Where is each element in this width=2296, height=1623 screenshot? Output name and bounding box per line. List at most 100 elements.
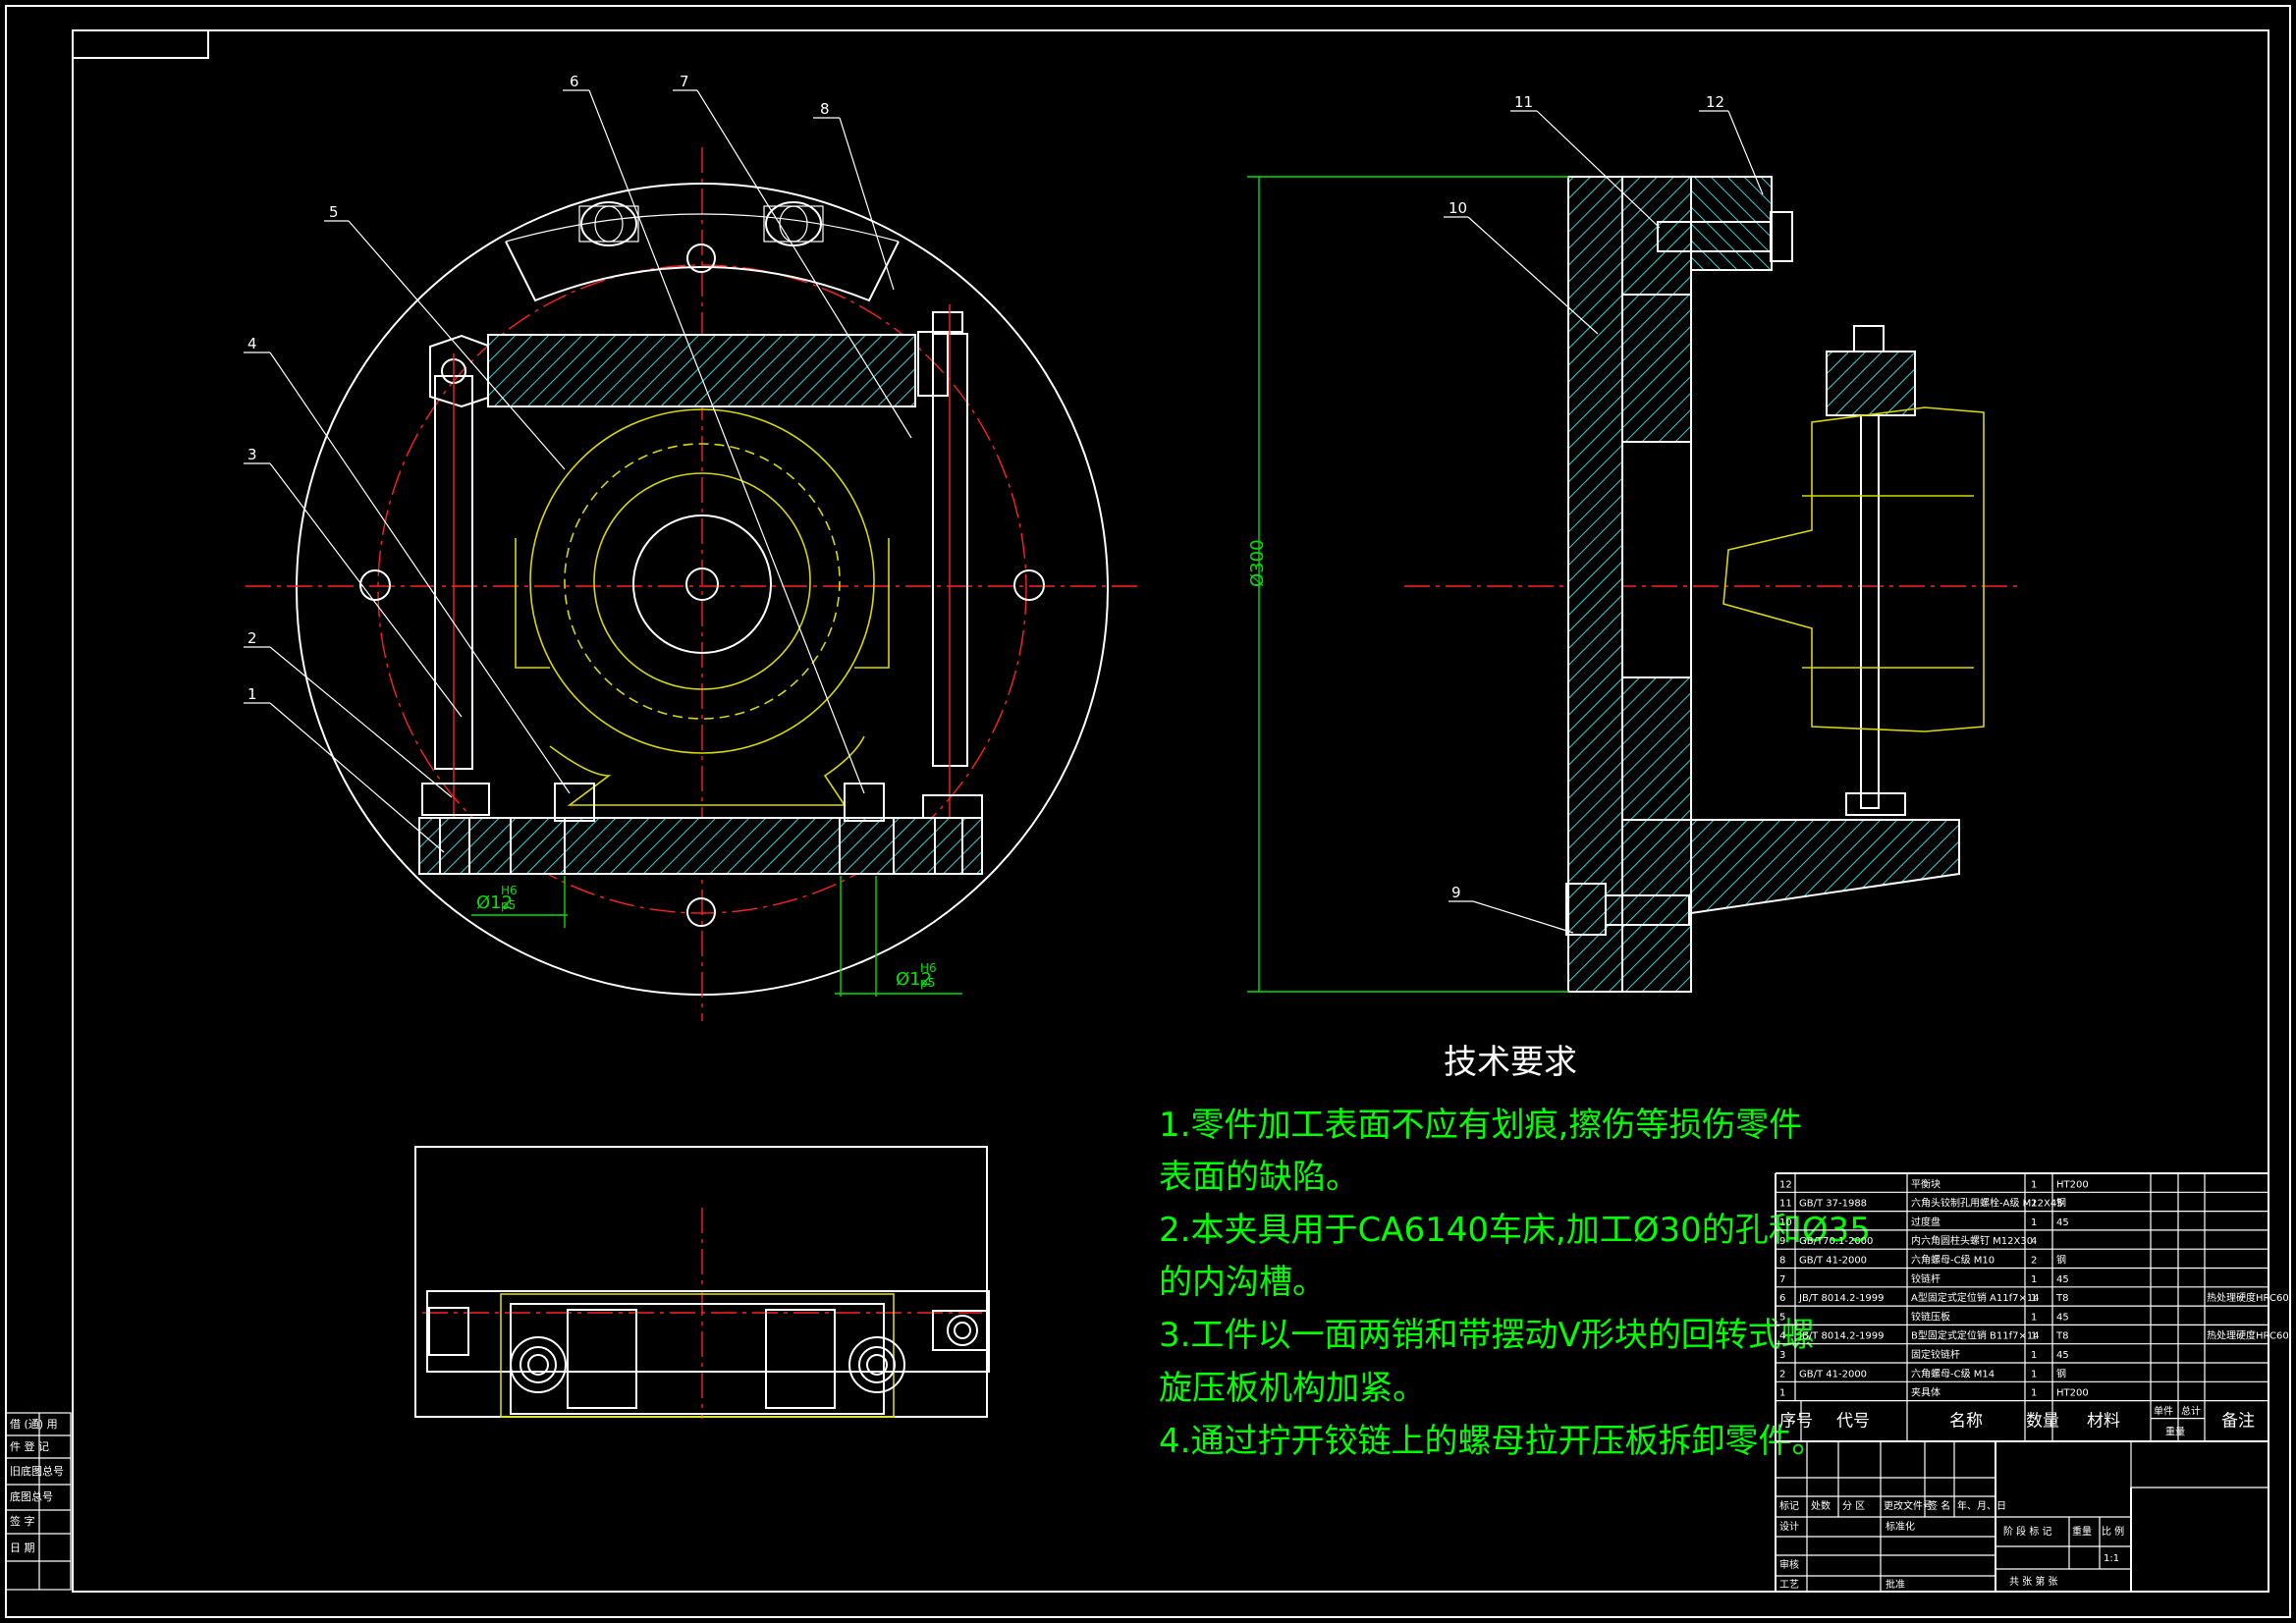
tb-process: 工艺: [1779, 1579, 1799, 1591]
bom-row-qty: 2: [2031, 1256, 2037, 1267]
tb-doc: 更改文件号: [1884, 1499, 1933, 1512]
part-label-3: 3: [247, 446, 257, 463]
part-label-6: 6: [570, 73, 579, 90]
bom-row-name: 六角头铰制孔用螺栓-A级 M12X45: [1911, 1197, 2063, 1210]
bom-row-name: A型固定式定位销 A11f7×14: [1911, 1291, 2040, 1304]
tech-line-4: 3.工件以一面两销和带摆动V形块的回转式螺: [1159, 1316, 1815, 1355]
part-label-4: 4: [247, 335, 257, 352]
part-label-5: 5: [329, 203, 339, 221]
fit-right-dim: Ø12: [896, 969, 932, 990]
strip-label-1: 件 登 记: [10, 1439, 49, 1453]
side-leaders: 11 12 10 9: [1444, 93, 1764, 934]
bom-row-no: 7: [1779, 1274, 1785, 1285]
bom-row-material: 45: [2056, 1274, 2069, 1285]
top-view: [414, 1146, 990, 1419]
bom-row-code: GB/T70.1-2000: [1799, 1236, 1873, 1247]
bom-row-material: 45: [2056, 1312, 2069, 1323]
part-label-7: 7: [680, 73, 689, 90]
tb-sign: 签 名: [1928, 1499, 1950, 1512]
bom-head-note: 备注: [2221, 1412, 2255, 1432]
front-leaders: 1 2 3 4 5 6 7 8: [244, 73, 912, 853]
bom-row-name: 铰链杆: [1911, 1272, 1941, 1285]
tb-count: 处数: [1811, 1499, 1831, 1512]
tech-line-2: 2.本夹具用于CA6140车床,加工Ø30的孔和Ø35: [1159, 1211, 1871, 1250]
tb-scale-val: 1:1: [2104, 1553, 2119, 1564]
part-label-12: 12: [1706, 93, 1724, 111]
tech-requirements: 技术要求 1.零件加工表面不应有划痕,擦伤等损伤零件 表面的缺陷。 2.本夹具用…: [1159, 1043, 1871, 1461]
part-label-11: 11: [1514, 93, 1533, 111]
side-view: Ø300: [1247, 176, 2023, 993]
tech-title: 技术要求: [1444, 1043, 1577, 1082]
bom-row-qty: 4: [2031, 1236, 2037, 1247]
strip-label-0: 借 (通) 用: [10, 1418, 58, 1431]
tech-line-5: 旋压板机构加紧。: [1159, 1369, 1426, 1408]
bom-row-qty: 1: [2031, 1350, 2037, 1361]
bom-head-material: 材料: [2087, 1412, 2120, 1432]
bom-head-weight: 重量: [2165, 1426, 2185, 1438]
bom-row-material: 45: [2056, 1350, 2069, 1361]
bom-row-qty: 1: [2031, 1217, 2037, 1228]
bom-row-note: 热处理硬度HRC60: [2207, 1291, 2289, 1304]
bom-row-qty: 1: [2031, 1331, 2037, 1342]
tech-line-3: 的内沟槽。: [1159, 1263, 1326, 1302]
strip-label-2: 旧底图总号: [10, 1464, 64, 1478]
bom-row-code: JB/T 8014.2-1999: [1798, 1331, 1885, 1342]
tb-mark: 标记: [1779, 1500, 1799, 1512]
bom-row-name: B型固定式定位销 B11f7×14: [1911, 1329, 2040, 1342]
tech-line-0: 1.零件加工表面不应有划痕,擦伤等损伤零件: [1159, 1106, 1802, 1145]
strip-label-4: 签 字: [10, 1514, 35, 1528]
bom-head-total: 总计: [2181, 1405, 2201, 1418]
bom-row-material: 钢: [2056, 1197, 2066, 1210]
bom-row-qty: 1: [2031, 1274, 2037, 1285]
tech-line-6: 4.通过拧开铰链上的螺母拉开压板拆卸零件。: [1159, 1422, 1825, 1461]
bom-row-material: 45: [2056, 1217, 2069, 1228]
bom-row-no: 9: [1779, 1236, 1785, 1247]
bom-row-no: 8: [1779, 1256, 1785, 1267]
fit-left-dim: Ø12: [476, 893, 513, 913]
bom-row-name: 平衡块: [1911, 1178, 1941, 1190]
fit-right-upper: H6: [920, 961, 937, 975]
bom-head-code: 代号: [1836, 1412, 1870, 1432]
bom-row-qty: 1: [2031, 1179, 2037, 1190]
tb-date: 年、月、日: [1957, 1499, 2006, 1512]
bom-row-material: T8: [2055, 1331, 2068, 1342]
bom-row-qty: 1: [2031, 1293, 2037, 1304]
left-strip: 借 (通) 用 件 登 记 旧底图总号 底图总号 签 字 日 期: [5, 1412, 72, 1591]
bom-row-no: 2: [1779, 1369, 1785, 1380]
bom-head-qty: 数量: [2026, 1412, 2059, 1432]
strip-label-5: 日 期: [10, 1542, 35, 1554]
bom-row-name: 铰链压板: [1911, 1310, 1950, 1323]
bom-row-name: 六角螺母-C级 M10: [1911, 1255, 1995, 1267]
bom-row-no: 4: [1779, 1331, 1785, 1342]
bom-row-code: GB/T 41-2000: [1799, 1369, 1867, 1380]
tb-approve: 批准: [1886, 1578, 1905, 1591]
bom-row-qty: 1: [2031, 1388, 2037, 1399]
bom-row-no: 10: [1779, 1217, 1792, 1228]
bom-row-material: HT200: [2056, 1179, 2089, 1190]
part-label-9: 9: [1451, 884, 1461, 901]
part-label-1: 1: [247, 685, 257, 703]
bom-row-material: HT200: [2056, 1388, 2089, 1399]
bom-row-name: 内六角圆柱头螺钉 M12X30: [1911, 1234, 2033, 1247]
bom-row-no: 12: [1779, 1179, 1792, 1190]
part-label-2: 2: [247, 629, 257, 647]
part-label-8: 8: [820, 100, 830, 118]
bom-row-code: GB/T 41-2000: [1799, 1256, 1867, 1267]
bom-row-no: 11: [1779, 1199, 1792, 1210]
bom-row-qty: 1: [2031, 1369, 2037, 1380]
part-label-10: 10: [1449, 199, 1467, 217]
fit-left-lower: p5: [501, 898, 516, 912]
bom-row-name: 六角螺母-C级 M14: [1911, 1368, 1995, 1380]
strip-label-3: 底图总号: [10, 1489, 53, 1503]
tb-sheets: 共 张 第 张: [2009, 1575, 2058, 1588]
tb-scale: 比 例: [2102, 1525, 2124, 1538]
top-left-tag: [72, 29, 209, 59]
bom-row-code: JB/T 8014.2-1999: [1798, 1293, 1885, 1304]
bom-row-name: 过度盘: [1911, 1216, 1941, 1228]
tb-design: 设计: [1779, 1520, 1799, 1533]
bom-row-no: 3: [1779, 1350, 1785, 1361]
bom-row-no: 5: [1779, 1312, 1785, 1323]
tb-zone: 分 区: [1842, 1500, 1865, 1512]
